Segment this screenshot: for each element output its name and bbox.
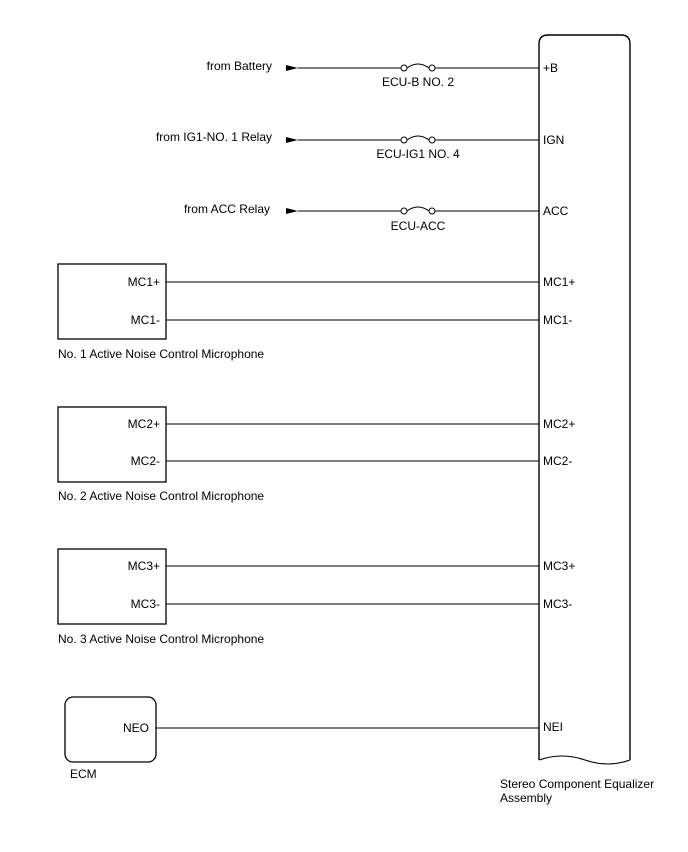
eq-pin-mc1p: MC1+ — [543, 275, 575, 289]
fuse-ecu-acc — [400, 206, 436, 215]
eq-pin-nei: NEI — [543, 720, 563, 734]
source-ig1-label: from IG1-NO. 1 Relay — [156, 130, 272, 144]
eq-pin-mc3n: MC3- — [543, 597, 572, 611]
arrow-ig1-icon — [286, 137, 298, 143]
eq-pin-mc2p: MC2+ — [543, 417, 575, 431]
mic1-pin-plus: MC1+ — [128, 275, 160, 289]
mic2-label: No. 2 Active Noise Control Microphone — [58, 489, 264, 503]
arrow-battery-icon — [286, 65, 298, 71]
equalizer-label-line1: Stereo Component Equalizer — [500, 777, 654, 791]
mic2-pin-plus: MC2+ — [128, 417, 160, 431]
mic3-pin-minus: MC3- — [131, 597, 160, 611]
mic1-box — [57, 263, 167, 340]
equalizer-box — [538, 34, 631, 760]
eq-pin-acc: ACC — [543, 204, 569, 218]
eq-pin-b: +B — [543, 61, 558, 75]
ecm-box — [64, 696, 157, 763]
eq-pin-ign: IGN — [543, 133, 564, 147]
mic3-label: No. 3 Active Noise Control Microphone — [58, 632, 264, 646]
eq-pin-mc3p: MC3+ — [543, 559, 575, 573]
mic2-pin-minus: MC2- — [131, 454, 160, 468]
ecm-label: ECM — [70, 767, 97, 781]
equalizer-break — [538, 755, 631, 765]
mic3-box — [57, 548, 167, 625]
fuse-ecu-acc-label: ECU-ACC — [391, 219, 446, 233]
equalizer-label-line2: Assembly — [500, 791, 552, 805]
fuse-ecu-b-label: ECU-B NO. 2 — [382, 75, 454, 89]
eq-pin-mc2n: MC2- — [543, 454, 572, 468]
fuse-ecu-b — [400, 63, 436, 72]
arrow-acc-icon — [286, 208, 298, 214]
fuse-ecu-ig1 — [400, 135, 436, 144]
source-acc-label: from ACC Relay — [184, 202, 270, 216]
mic1-label: No. 1 Active Noise Control Microphone — [58, 347, 264, 361]
eq-pin-mc1n: MC1- — [543, 313, 572, 327]
mic3-pin-plus: MC3+ — [128, 559, 160, 573]
fuse-ecu-ig1-label: ECU-IG1 NO. 4 — [376, 147, 460, 161]
ecm-pin-neo: NEO — [123, 721, 149, 735]
mic2-box — [57, 406, 167, 483]
mic1-pin-minus: MC1- — [131, 313, 160, 327]
source-battery-label: from Battery — [207, 59, 272, 73]
